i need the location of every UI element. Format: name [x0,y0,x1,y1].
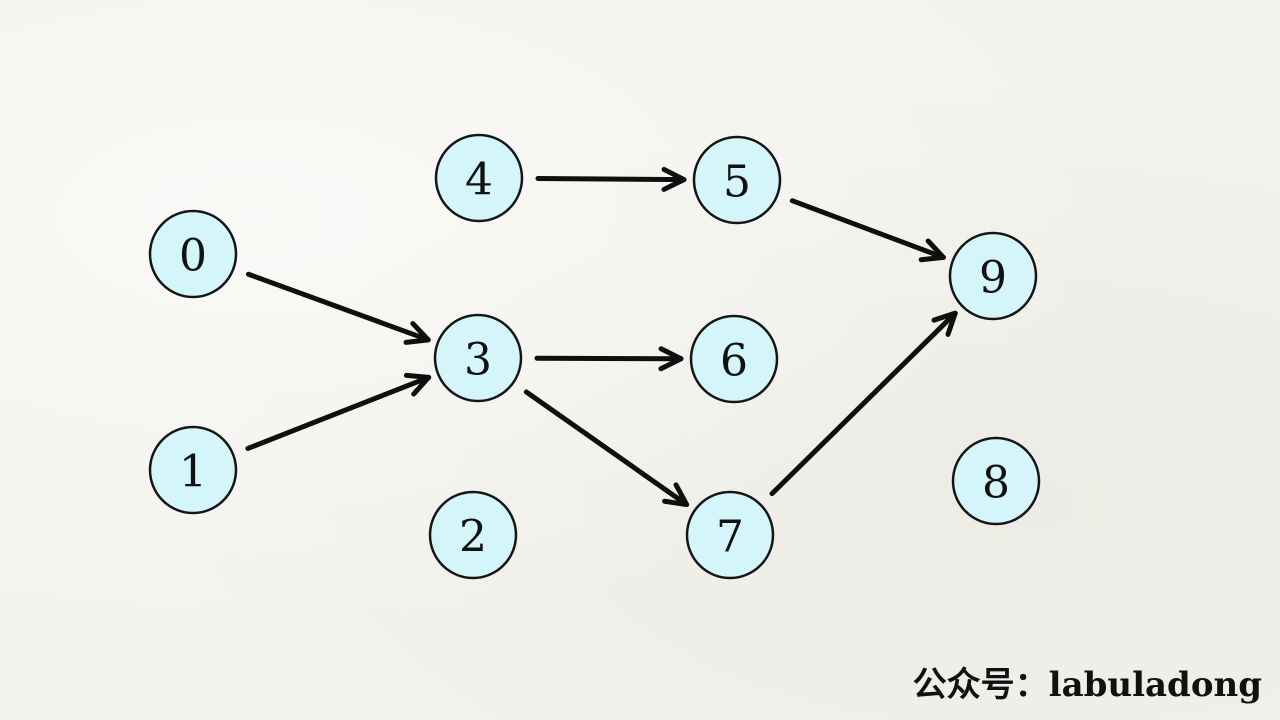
node-6: 6 [689,314,779,404]
node-label: 2 [459,512,487,563]
node-0: 0 [148,209,238,299]
node-label: 4 [465,155,493,206]
edge-line [245,374,432,451]
edge-line [535,175,687,183]
node-circle [148,425,238,515]
edge-1-to-3 [245,372,432,451]
edges-layer [245,166,958,508]
node-2: 2 [428,490,518,580]
node-7: 7 [685,490,775,580]
node-label: 7 [716,512,744,563]
edge-7-to-9 [769,310,958,497]
arrowhead [658,346,684,372]
node-8: 8 [951,436,1041,526]
edge-5-to-9 [789,198,946,263]
node-3: 3 [433,313,523,403]
node-circle [948,231,1038,321]
edge-3-to-7 [523,389,690,508]
edge-0-to-3 [245,271,431,345]
edge-line [245,271,431,343]
watermark-text: 公众号：labuladong [912,665,1262,705]
edge-line [769,310,958,497]
node-4: 4 [434,133,524,223]
node-circle [434,133,524,223]
node-5: 5 [692,135,782,225]
node-circle [692,135,782,225]
node-label: 6 [720,336,748,387]
node-label: 9 [979,253,1007,304]
edge-line [789,198,946,260]
arrowhead [931,310,958,337]
node-circle [428,490,518,580]
node-circle [148,209,238,299]
arrowhead [662,482,690,508]
edge-3-to-6 [534,346,684,372]
node-9: 9 [948,231,1038,321]
node-circle [433,313,523,403]
node-label: 1 [179,447,207,498]
node-circle [951,436,1041,526]
node-circle [689,314,779,404]
node-label: 0 [179,231,207,282]
edge-line [534,355,684,362]
arrowhead [403,321,431,345]
arrowhead [661,166,687,192]
node-label: 8 [982,458,1010,509]
edge-line [523,389,690,508]
nodes-layer: 0 1 2 3 4 5 6 7 8 9 [148,133,1041,580]
node-circle [685,490,775,580]
arrowhead [918,238,946,263]
node-label: 3 [464,335,492,386]
node-label: 5 [723,157,751,208]
arrowhead [403,372,432,397]
node-1: 1 [148,425,238,515]
edge-4-to-5 [535,166,687,192]
